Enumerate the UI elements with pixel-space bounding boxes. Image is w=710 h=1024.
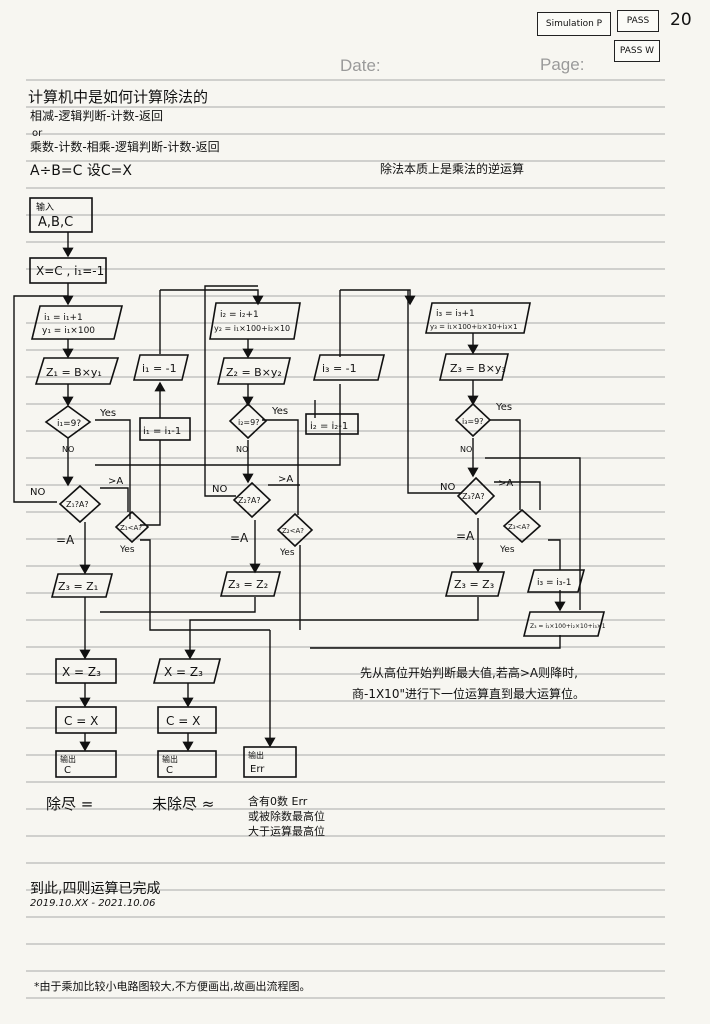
x-eq-1: X = Z₃ <box>62 665 101 679</box>
cmp2: Z₂?A? <box>238 496 261 505</box>
or-label: or <box>32 128 43 139</box>
set-i1-neg: i₁ = -1 <box>142 362 177 375</box>
no-2: NO <box>236 445 248 454</box>
no-loop-2: NO <box>212 484 227 495</box>
out-label-2: 输出 <box>162 754 178 764</box>
yes-1: Yes <box>99 408 116 419</box>
no-loop-1: NO <box>30 487 45 498</box>
gt-a-2: >A <box>278 474 293 485</box>
loop2-a: i₂ = i₂+1 <box>220 310 259 320</box>
out-label-3: 输出 <box>248 750 264 760</box>
loop1-a: i₁ = i₁+1 <box>44 313 83 323</box>
pass-w-tag: PASS W <box>614 40 660 62</box>
sequence-1: 相减-逻辑判断-计数-返回 <box>30 109 163 123</box>
z3-final: Z₃ = i₁×100+i₂×10+i₃×1 <box>530 623 606 630</box>
yes-5: Yes <box>495 402 512 413</box>
no-3: NO <box>460 445 472 454</box>
sequence-2: 乘数-计数-相乘-逻辑判断-计数-返回 <box>30 140 220 154</box>
out-label-1: 输出 <box>60 754 76 764</box>
loop3-a: i₃ = i₃+1 <box>436 309 475 319</box>
c-eq-2: C = X <box>166 714 200 728</box>
gt-a-3: >A <box>498 478 513 489</box>
conclusion: 到此,四则运算已完成 <box>30 881 161 897</box>
page-number: 20 <box>670 10 692 30</box>
out-err: Err <box>250 764 265 775</box>
right-note: 除法本质上是乘法的逆运算 <box>380 162 525 176</box>
input-label: 输入 <box>36 201 54 213</box>
ruled-lines <box>26 79 665 999</box>
result-exact: 除尽 = <box>46 795 94 813</box>
title-line: 计算机中是如何计算除法的 <box>28 88 209 106</box>
pass-tag: PASS <box>617 10 659 32</box>
out-c-1: C <box>64 765 71 776</box>
loop3-b: y₃ = i₁×100+i₂×10+i₃×1 <box>430 323 518 331</box>
cond-i2: i₂=9? <box>238 418 259 427</box>
bottom-note-line2: 商-1X10"进行下一位运算直到最大运算位。 <box>352 687 585 701</box>
cond-i3: i₃=9? <box>462 417 483 426</box>
assign-c: Z₃ = Z₃ <box>454 578 494 591</box>
gt-a-1: >A <box>108 476 123 487</box>
assign-b: Z₃ = Z₂ <box>228 578 268 591</box>
loop2-b: y₂ = i₁×100+i₂×10 <box>214 324 290 333</box>
result-approx: 未除尽 ≈ <box>152 795 215 813</box>
mult3: Z₃ = B×y₃ <box>450 362 506 375</box>
eq-a-1: =A <box>56 533 75 547</box>
flow-texts: 输入 A,B,C X=C , i₁=-1 i₁ = i₁+1 y₁ = i₁×1… <box>30 201 606 776</box>
out-c-2: C <box>166 765 173 776</box>
set-i2-neg: i₃ = -1 <box>322 362 357 375</box>
yes-4: Yes <box>279 548 295 558</box>
page-label: Page: <box>540 55 585 74</box>
simulation-tag: Simulation P <box>537 12 611 36</box>
dec-i1: i₁ = i₁-1 <box>143 426 181 437</box>
flow-shapes <box>29 197 606 778</box>
cond-i1: i₁=9? <box>57 419 81 429</box>
x-eq-2: X = Z₃ <box>164 665 203 679</box>
mult2: Z₂ = B×y₂ <box>226 366 282 379</box>
loop1-b: y₁ = i₁×100 <box>42 326 95 336</box>
yes-3: Yes <box>271 406 288 417</box>
footnote: *由于乘加比较小电路图较大,不方便画出,故画出流程图。 <box>34 980 311 993</box>
error-note-2: 或被除数最高位 <box>248 810 325 823</box>
cmp1-b: Z₁<A? <box>120 524 142 532</box>
error-note-3: 大于运算最高位 <box>248 825 325 838</box>
c-eq-1: C = X <box>64 714 98 728</box>
date-label: Date: <box>340 56 381 75</box>
yes-6: Yes <box>499 545 515 555</box>
dec-i3: i₃ = i₃-1 <box>537 578 571 588</box>
flow-lines <box>13 232 581 752</box>
no-1: NO <box>62 445 74 454</box>
cmp3: Z₃?A? <box>462 492 485 501</box>
error-note-1: 含有0数 Err <box>248 795 308 808</box>
assign-a: Z₃ = Z₁ <box>58 580 98 593</box>
cmp3-b: Z₃<A? <box>508 523 530 531</box>
eq-a-3: =A <box>456 529 475 543</box>
input-vars: A,B,C <box>38 215 73 230</box>
cmp1: Z₁?A? <box>66 500 89 509</box>
cmp2-b: Z₂<A? <box>282 527 304 535</box>
mult1: Z₁ = B×y₁ <box>46 366 102 379</box>
yes-2: Yes <box>119 545 135 555</box>
init-step: X=C , i₁=-1 <box>36 264 104 278</box>
no-loop-3: NO <box>440 482 455 493</box>
bottom-note-line1: 先从高位开始判断最大值,若高>A则降时, <box>360 666 578 680</box>
dates: 2019.10.XX - 2021.10.06 <box>30 898 156 909</box>
eq-a-2: =A <box>230 531 249 545</box>
formula: A÷B=C 设C=X <box>30 163 132 179</box>
dec-i2: i₂ = i₂-1 <box>310 421 348 432</box>
